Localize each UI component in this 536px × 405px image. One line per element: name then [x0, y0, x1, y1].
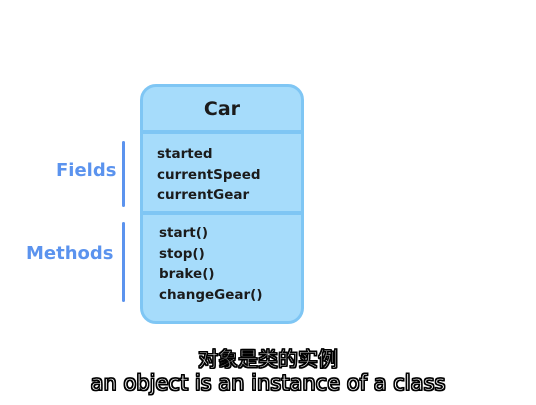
field-item: started [157, 146, 213, 162]
fields-divider [143, 211, 301, 215]
method-item: stop() [159, 245, 205, 262]
method-item: changeGear() [159, 286, 263, 303]
field-item: currentGear [157, 187, 250, 203]
method-item: brake() [159, 266, 215, 282]
class-card: Car started currentSpeed currentGear sta… [140, 84, 304, 324]
field-item: currentSpeed [157, 166, 261, 183]
class-name: Car [203, 98, 241, 120]
methods-list: start() stop() brake() changeGear() [159, 223, 263, 305]
subtitle-english: an object is an instance of a class [90, 371, 446, 396]
subtitle-chinese: 对象是类的实例 [198, 347, 339, 372]
method-item: start() [159, 225, 209, 241]
methods-label: Methods [26, 243, 114, 264]
fields-list: started currentSpeed currentGear [157, 144, 261, 206]
fields-bracket [122, 141, 125, 207]
name-divider [143, 130, 301, 134]
methods-bracket [122, 222, 125, 302]
fields-label: Fields [56, 160, 117, 181]
